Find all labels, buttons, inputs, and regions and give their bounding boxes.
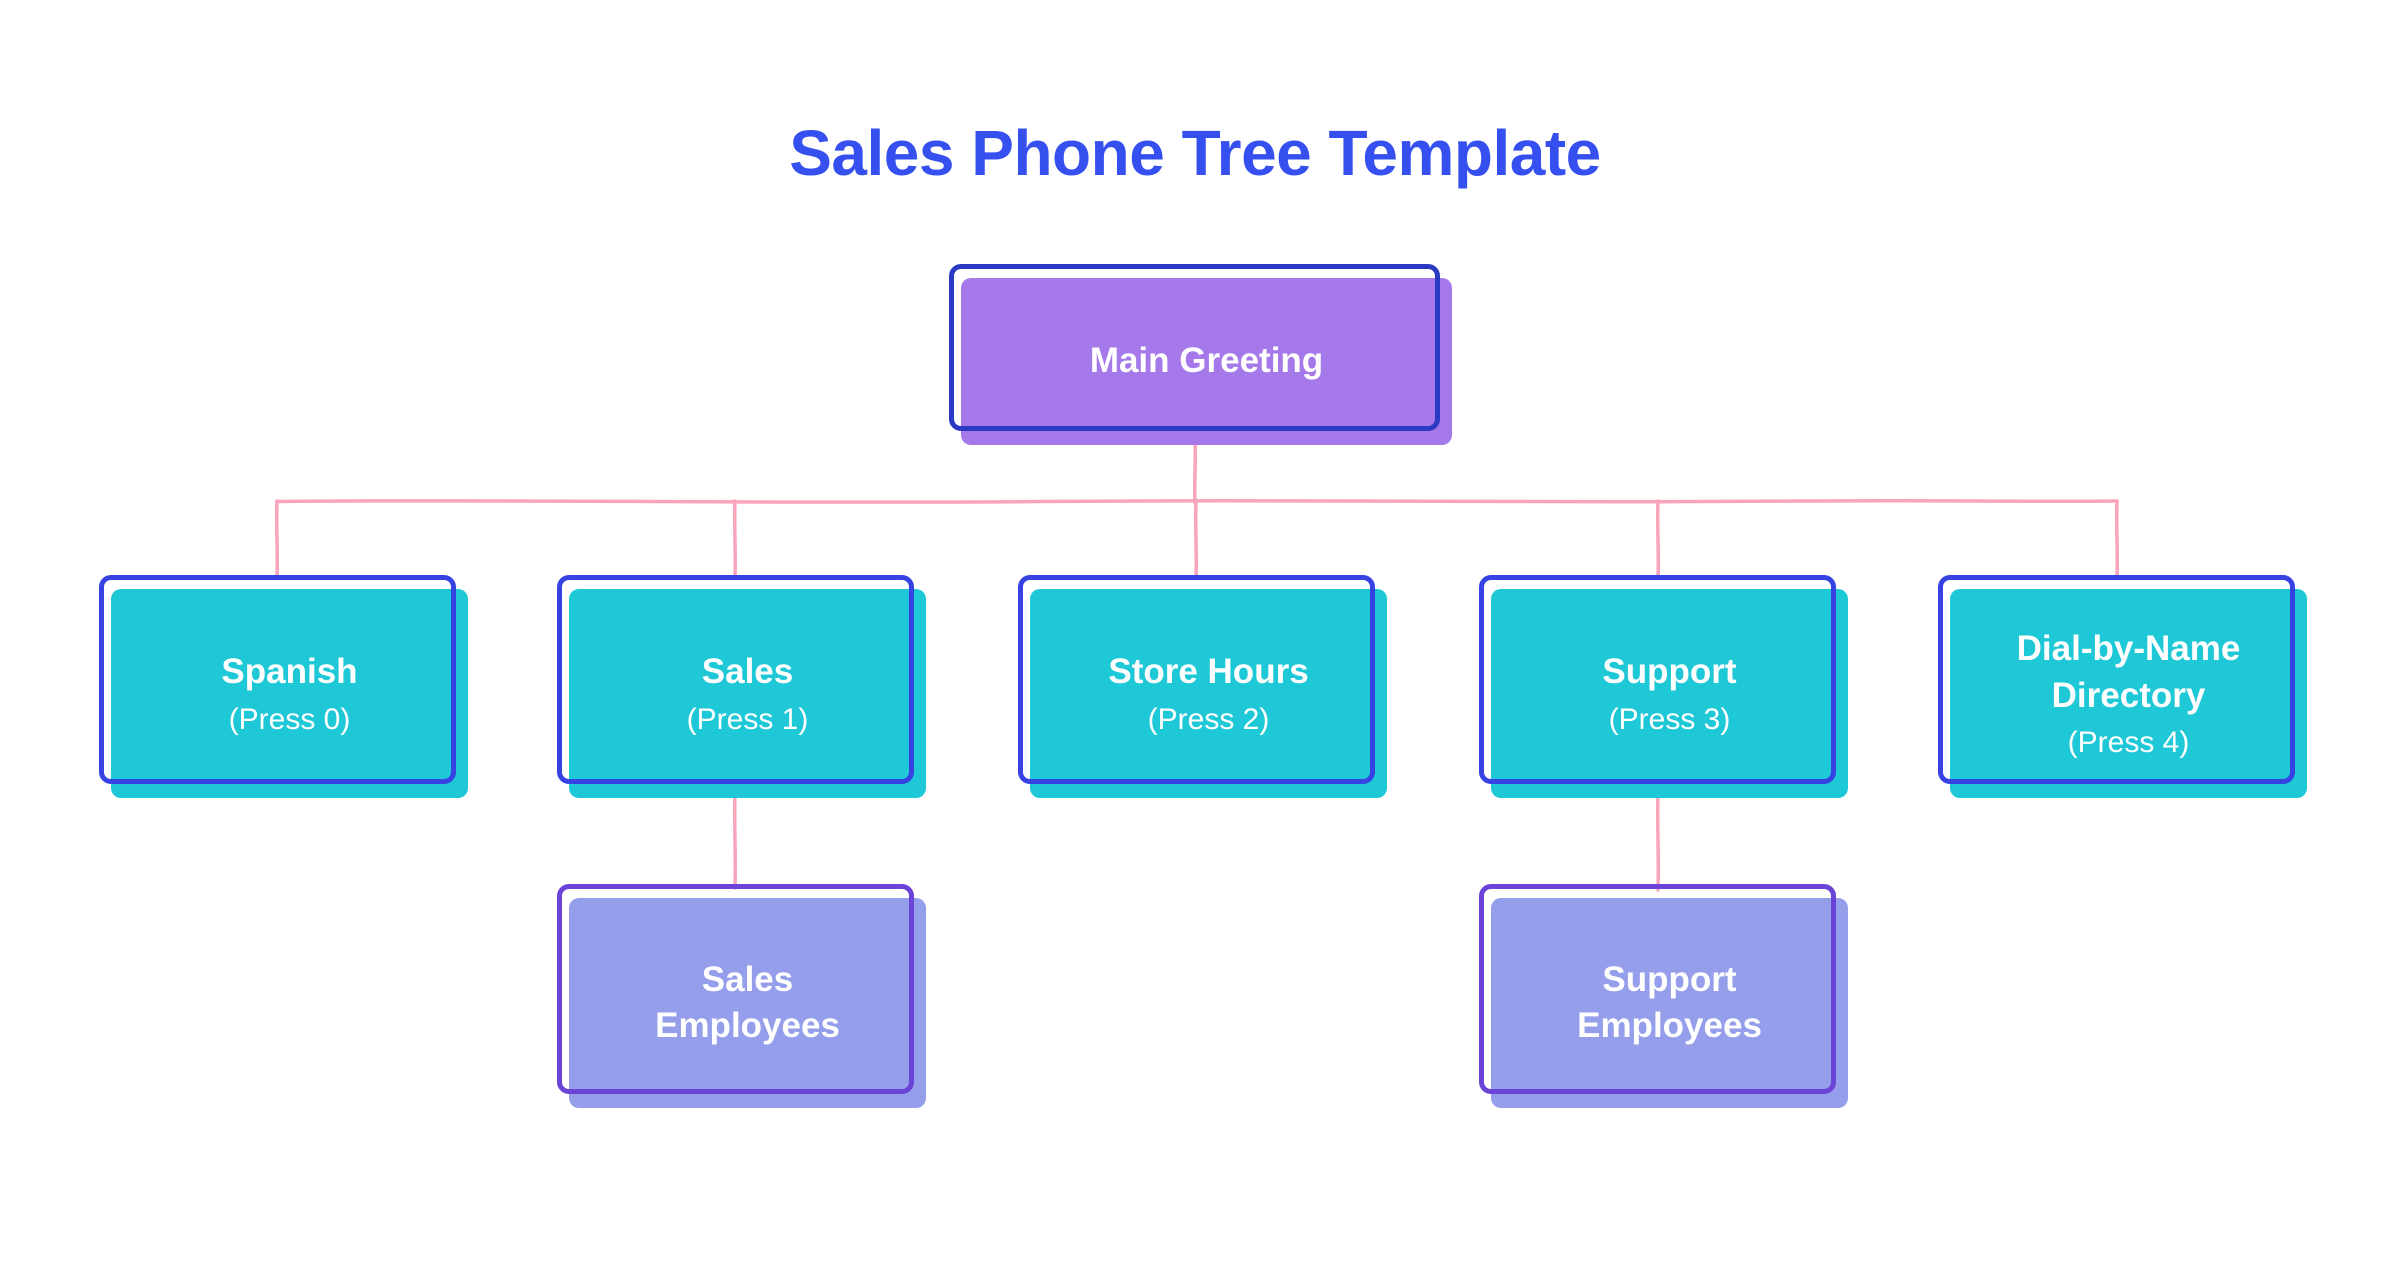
connector-support-employees — [1655, 790, 1661, 892]
connector-root-drop — [1192, 439, 1198, 505]
node-outline-shape — [99, 575, 456, 784]
node-spanish[interactable]: Spanish (Press 0) — [99, 575, 468, 798]
node-sublabel: (Press 0) — [228, 702, 351, 736]
connector-drop-store-hours — [1193, 501, 1199, 580]
connector-drop-support — [1655, 499, 1661, 580]
page-title: Sales Phone Tree Template — [789, 116, 1601, 189]
connector-drop-spanish — [274, 499, 280, 580]
node-sublabel: (Press 2) — [1147, 702, 1270, 736]
node-fill-shape — [961, 278, 1452, 445]
node-label: Support Employees — [1577, 959, 1762, 1045]
node-support[interactable]: Support (Press 3) — [1479, 575, 1848, 798]
node-outline-shape — [557, 575, 914, 784]
node-sublabel: (Press 1) — [686, 702, 809, 736]
node-outline-shape — [1938, 575, 2295, 784]
connector-horizontal-rail — [275, 498, 2119, 504]
node-label: Sales Employees — [655, 959, 840, 1045]
node-sales-employees[interactable]: Sales Employees — [557, 884, 926, 1108]
node-support-employees[interactable]: Support Employees — [1479, 884, 1848, 1108]
node-fill-shape — [569, 589, 926, 798]
node-fill-shape — [569, 898, 926, 1108]
node-label: Dial-by-Name Directory — [2016, 629, 2241, 715]
node-fill-shape — [1950, 589, 2307, 798]
node-sublabel: (Press 4) — [2067, 725, 2190, 759]
node-fill-shape — [1491, 898, 1848, 1108]
node-label: Support — [1602, 652, 1737, 692]
node-fill-shape — [111, 589, 468, 798]
node-label: Spanish — [221, 652, 358, 692]
node-label: Store Hours — [1108, 652, 1309, 692]
connector-drop-sales — [732, 499, 738, 580]
node-fill-shape — [1030, 589, 1387, 798]
node-sublabel: (Press 3) — [1608, 702, 1731, 736]
node-fill-shape — [1491, 589, 1848, 798]
node-main-greeting[interactable]: Main Greeting — [949, 264, 1452, 445]
node-store-hours[interactable]: Store Hours (Press 2) — [1018, 575, 1387, 798]
node-outline-shape — [1479, 884, 1836, 1094]
node-outline-shape — [557, 884, 914, 1094]
node-outline-shape — [949, 264, 1440, 431]
node-label: Main Greeting — [1089, 341, 1324, 381]
node-label: Sales — [701, 652, 794, 692]
node-dial-by-name-directory[interactable]: Dial-by-Name Directory (Press 4) — [1938, 575, 2307, 798]
node-outline-shape — [1479, 575, 1836, 784]
node-sales[interactable]: Sales (Press 1) — [557, 575, 926, 798]
connector-drop-dial — [2114, 499, 2120, 580]
connector-sales-employees — [732, 790, 738, 890]
node-outline-shape — [1018, 575, 1375, 784]
